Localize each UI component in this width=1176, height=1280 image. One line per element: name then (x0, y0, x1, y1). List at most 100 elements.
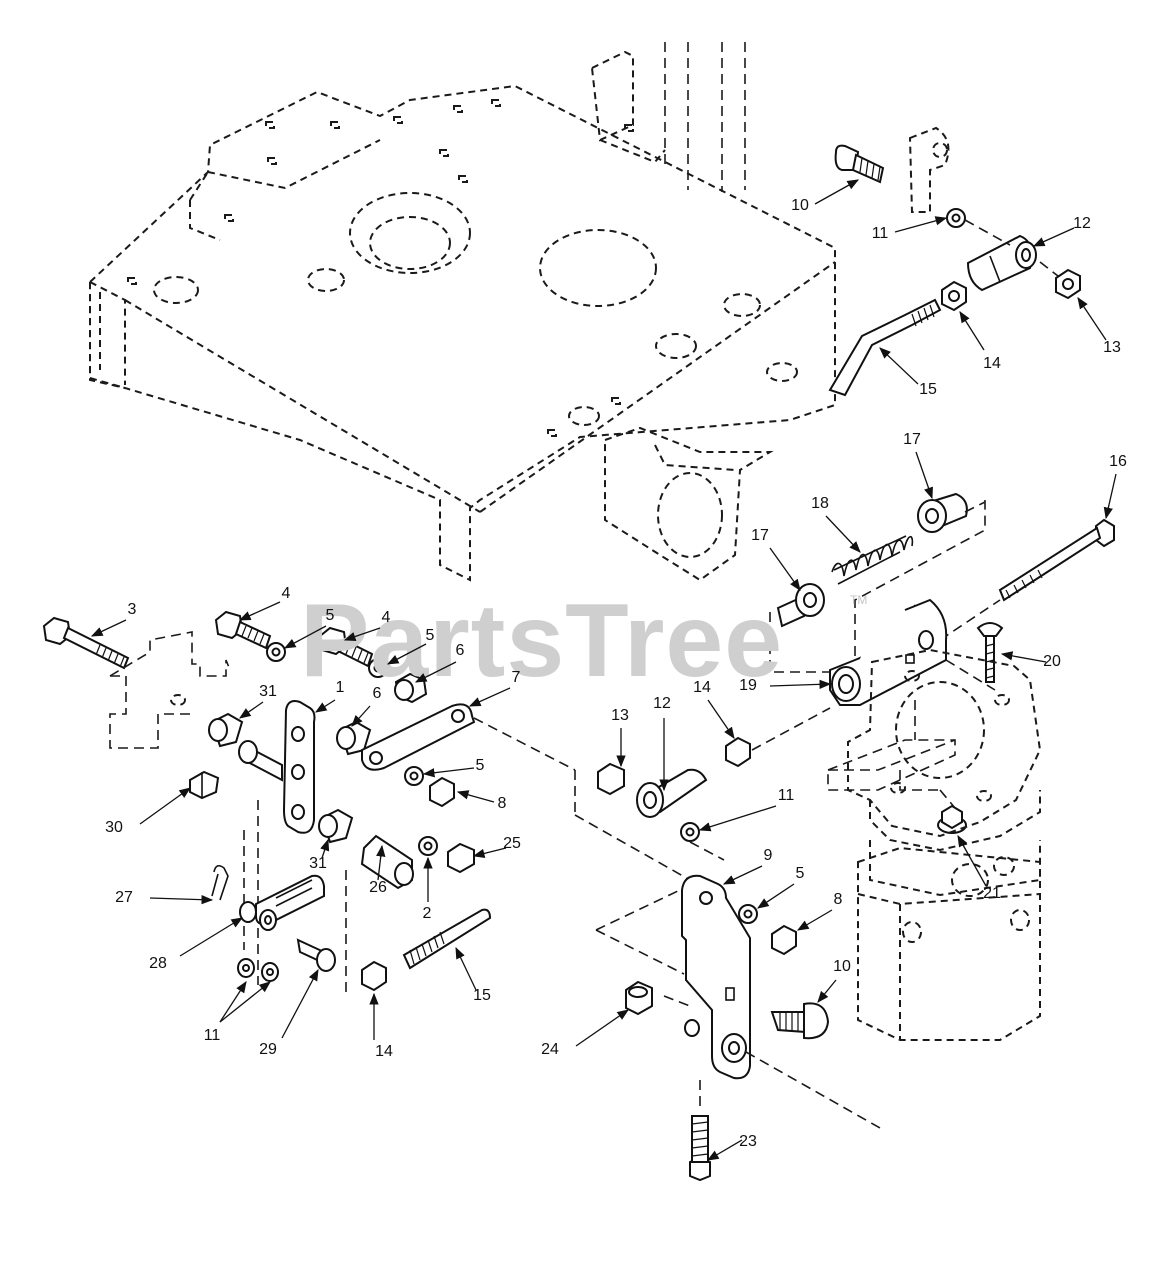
callout-label-c11c: 11 (204, 1027, 221, 1044)
callout-label-c4a: 4 (282, 585, 291, 602)
callout-label-c29: 29 (259, 1041, 277, 1058)
callout-label-c11b: 11 (778, 787, 795, 804)
rod-15-lower (402, 908, 492, 970)
bushing-31-top (208, 712, 244, 748)
callout-leader-c4b (343, 627, 381, 642)
lever-9 (681, 874, 751, 1080)
spring-bushing-17-lower (776, 583, 825, 628)
callout-leader-c28 (179, 917, 243, 957)
callout-label-c3: 3 (128, 601, 137, 618)
washer-5-a (266, 642, 286, 662)
callout-label-c14c: 14 (375, 1043, 393, 1060)
callout-leader-c31a (239, 701, 264, 719)
callout-label-c28: 28 (149, 955, 167, 972)
spacer-tube-26 (360, 834, 414, 890)
callout-leader-c15b (455, 946, 477, 991)
callout-leader-c11b (698, 805, 777, 832)
rod-end-12-top (966, 234, 1037, 292)
callout-label-c1: 1 (336, 679, 345, 696)
callout-label-c31b: 31 (309, 855, 327, 872)
callout-leader-c24 (575, 1009, 629, 1047)
callout-label-c12a: 12 (1073, 215, 1091, 232)
washer-11-left-b (261, 962, 279, 982)
callout-label-c27: 27 (115, 889, 133, 906)
frame-chassis (89, 42, 836, 582)
callout-leader-c1 (315, 699, 336, 713)
callout-label-c24: 24 (541, 1041, 559, 1058)
callout-label-c13b: 13 (611, 707, 629, 724)
washer-5-c (404, 766, 424, 786)
callout-label-c6b: 6 (373, 685, 382, 702)
callout-leader-c31b (320, 838, 330, 859)
flange-nut-21 (937, 804, 967, 834)
callout-leader-c19 (769, 679, 832, 690)
callout-label-c15b: 15 (473, 987, 491, 1004)
callout-leader-c10a (814, 179, 860, 205)
plate-1 (282, 700, 316, 834)
callout-label-c10b: 10 (833, 958, 851, 975)
hex-bolt-4-right (318, 626, 374, 668)
callout-label-c18: 18 (811, 495, 829, 512)
nut-25 (447, 842, 475, 874)
callout-leader-c30 (139, 787, 191, 825)
cotter-pin-27 (211, 864, 229, 901)
callout-label-c17b: 17 (751, 527, 769, 544)
callout-leader-c15a (879, 347, 919, 385)
callout-label-c6a: 6 (456, 642, 465, 659)
watermark-text: PartsTree (300, 583, 783, 699)
callout-label-c8b: 8 (834, 891, 843, 908)
spring-assembly (769, 492, 1115, 834)
callout-leader-c17b (769, 547, 801, 591)
callout-label-c8a: 8 (498, 795, 507, 812)
hex-bolt-23 (689, 1115, 711, 1182)
callout-label-c5b: 5 (426, 627, 435, 644)
callout-label-c30: 30 (105, 819, 123, 836)
callout-labels: 1234455556678891010111111121213131414141… (105, 197, 1127, 1150)
callout-leader-c16 (1103, 473, 1117, 520)
callout-leader-c13a (1077, 297, 1107, 341)
callout-leader-c6b (351, 705, 371, 727)
callout-leader-c27 (149, 894, 214, 905)
spring-18 (831, 535, 914, 585)
callout-label-c5d: 5 (796, 865, 805, 882)
nut-8-right (771, 924, 797, 956)
callout-leader-c25 (472, 847, 507, 858)
callout-label-c10a: 10 (791, 197, 809, 214)
callout-leader-c7 (468, 687, 511, 707)
callout-leader-c5b (386, 643, 427, 665)
callout-leaders (90, 179, 1117, 1161)
carriage-bolt-10-top (834, 144, 885, 184)
nut-8-left (429, 776, 455, 808)
clevis-assembly (239, 874, 325, 931)
callout-leader-c29 (281, 968, 319, 1039)
callout-leader-c20 (1000, 651, 1047, 663)
callout-label-c20: 20 (1043, 653, 1061, 670)
link-7 (361, 703, 476, 771)
callout-label-c5a: 5 (326, 607, 335, 624)
washer-11-left-a (237, 958, 255, 978)
callout-leader-c21 (957, 834, 987, 887)
callout-label-c13a: 13 (1103, 339, 1121, 356)
nut-14-left (361, 960, 387, 992)
bracket-19 (829, 598, 948, 706)
left-linkage-cluster (42, 610, 691, 995)
callout-leader-c11c (219, 981, 247, 1023)
callout-leader-c8a (456, 790, 495, 803)
hex-bolt-4-left (214, 610, 272, 650)
callout-leader-c6a (414, 661, 457, 683)
callout-leader-c5a (283, 625, 327, 649)
callout-leader-c18 (825, 515, 861, 553)
upper-linkage (828, 126, 1081, 397)
carriage-bolt-10-lower (770, 1002, 830, 1040)
grease-fitting-30 (189, 770, 220, 800)
callout-label-c21: 21 (983, 885, 1001, 902)
callout-leader-c5d (757, 883, 795, 909)
clevis-pin-29 (296, 938, 336, 972)
center-linkage (595, 707, 881, 1182)
callout-leader-c5c (422, 767, 475, 778)
callout-leader-c12a (1032, 227, 1075, 247)
bushing-6-lower (336, 720, 372, 756)
locknut-24 (625, 980, 653, 1016)
rod-end-12-center (636, 768, 708, 818)
nut-13-center (597, 762, 625, 796)
